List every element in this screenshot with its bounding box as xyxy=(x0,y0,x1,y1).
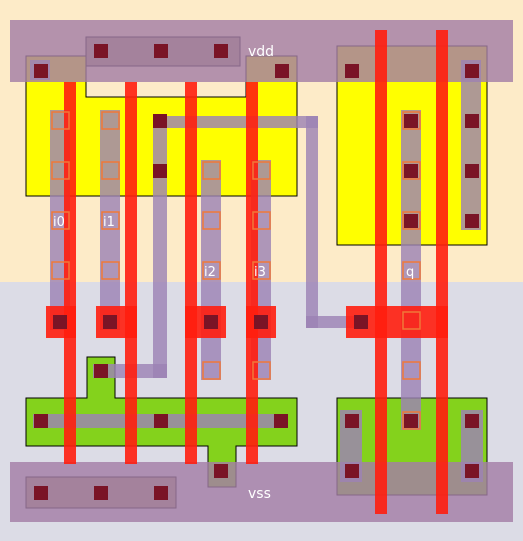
marker xyxy=(101,261,120,280)
marker xyxy=(252,261,271,280)
vdd-label: vdd xyxy=(248,44,274,60)
m1-vdd-drop-right xyxy=(461,60,481,230)
marker xyxy=(202,361,221,380)
net-label-q: q xyxy=(406,265,414,280)
contact xyxy=(53,315,67,329)
contact xyxy=(214,44,228,58)
contact xyxy=(465,64,479,78)
poly-gate-i0 xyxy=(64,82,76,464)
net-label-i1: i1 xyxy=(103,215,115,230)
marker xyxy=(402,361,421,380)
net-label-i2: i2 xyxy=(204,265,216,280)
marker xyxy=(101,111,120,130)
marker xyxy=(402,161,421,180)
marker xyxy=(402,261,421,280)
contact xyxy=(154,414,168,428)
contact xyxy=(94,486,108,500)
contact xyxy=(404,114,418,128)
vss-rail xyxy=(10,462,513,522)
vss-label: vss xyxy=(248,486,271,502)
marker xyxy=(202,161,221,180)
marker xyxy=(402,411,421,430)
contact xyxy=(275,64,289,78)
marker xyxy=(51,161,70,180)
contact xyxy=(34,414,48,428)
contact xyxy=(274,414,288,428)
contact xyxy=(204,315,218,329)
marker xyxy=(51,261,70,280)
marker xyxy=(252,361,271,380)
contacts xyxy=(34,44,479,500)
contact xyxy=(154,486,168,500)
marker xyxy=(252,161,271,180)
contact xyxy=(153,164,167,178)
marker xyxy=(252,211,271,230)
m1-i1 xyxy=(100,110,120,330)
marker xyxy=(101,161,120,180)
poly-gate-i1 xyxy=(125,82,137,464)
contact xyxy=(465,414,479,428)
contact xyxy=(153,114,167,128)
net-label-i0: i0 xyxy=(53,215,65,230)
contact xyxy=(345,414,359,428)
contact xyxy=(354,315,368,329)
contact xyxy=(34,486,48,500)
contact xyxy=(465,464,479,478)
contact xyxy=(404,164,418,178)
m1-internal-horz-top xyxy=(153,116,318,128)
contact xyxy=(94,364,108,378)
connection-markers xyxy=(51,111,421,430)
contact xyxy=(94,44,108,58)
m1-internal-down xyxy=(306,116,318,328)
poly-gate-q-a xyxy=(375,30,387,514)
marker xyxy=(402,111,421,130)
poly-gate-q-b xyxy=(436,30,448,514)
poly-gates xyxy=(46,30,448,514)
contact xyxy=(465,214,479,228)
marker xyxy=(101,211,120,230)
contact xyxy=(214,464,228,478)
marker xyxy=(51,111,70,130)
marker xyxy=(202,261,221,280)
contact xyxy=(404,414,418,428)
contact xyxy=(465,114,479,128)
poly-gate-i3 xyxy=(246,82,258,464)
contact xyxy=(154,44,168,58)
contact xyxy=(34,64,48,78)
vdd-rail xyxy=(10,20,513,82)
contact xyxy=(103,315,117,329)
marker xyxy=(402,211,421,230)
marker xyxy=(202,211,221,230)
contact xyxy=(345,464,359,478)
contact xyxy=(465,164,479,178)
net-label-i3: i3 xyxy=(254,265,266,280)
m1-q xyxy=(401,110,421,430)
poly-gate-i2 xyxy=(185,82,197,464)
contact xyxy=(404,214,418,228)
marker xyxy=(402,311,421,330)
contact xyxy=(345,64,359,78)
m1-internal-vert xyxy=(153,120,167,378)
marker xyxy=(51,211,70,230)
contact xyxy=(254,315,268,329)
